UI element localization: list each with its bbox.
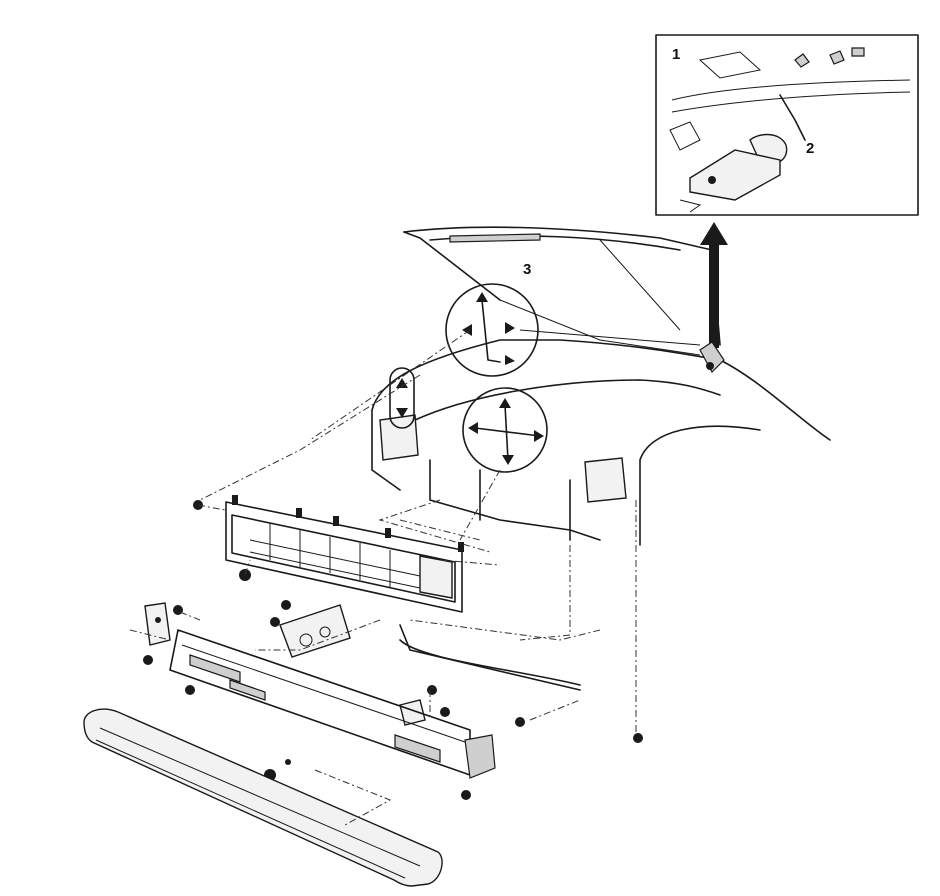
adjust-arrow-down-icon [505,355,515,365]
vehicle-body [371,329,831,691]
inset-lower-part [679,199,702,213]
assembly-guide-lines [129,329,637,826]
adjust-arrow-left-icon-2 [468,422,478,434]
slot-arrow-down-icon [396,408,408,418]
hood-hinge-line [499,299,701,356]
detail-circle-lower [462,387,548,473]
slot-arrow-up-icon [396,378,408,388]
fender-bolt [633,733,643,743]
inset-latch-bracket [689,149,781,201]
inset-bolt-b [829,50,845,65]
bumper-bracket-right [399,685,437,726]
lower-support [429,459,601,541]
bumper-reinforcement [169,629,496,779]
bumper-bolt-c [440,707,450,717]
hood-vent [449,233,541,243]
callout-3: 3 [523,261,532,278]
inset-bracket-hole [708,176,716,184]
bumper-face-bar [83,708,443,887]
right-headlamp-opening [584,457,627,503]
bumper-bolt-d [461,790,471,800]
inset-bolt-a [794,53,810,68]
inset-hood-edge-2 [671,91,911,113]
inset-panel-detail [698,51,762,79]
detail-slot-capsule [389,367,415,429]
detail-circle-upper [445,283,539,377]
inset-striker-rod [779,94,806,141]
inset-bolt-c [851,47,865,57]
inset-pointer-arrow [700,222,728,348]
hood-top-edge [403,226,721,346]
hood-stay [599,239,681,331]
adjust-arrow-right-icon-2 [534,430,544,442]
inset-detail-hood-latch [655,34,919,216]
bumper-end-cap [464,734,496,779]
hood [403,226,721,356]
adjust-arrow-up-icon [476,292,488,302]
bumper-bracket-center [270,600,351,658]
adjust-arrow-right-icon [505,322,515,334]
left-fender-front [371,409,401,491]
face-bar-bolt [285,759,291,765]
callout-2: 2 [806,140,815,157]
grille-inner [231,514,456,603]
adjust-arrow-left-icon [462,324,472,336]
lower-valance [399,639,581,686]
bumper-bolt-a [143,655,153,665]
bumper-bolt-b [185,685,195,695]
radiator-support-top [414,379,721,421]
adjust-arrow-down-icon-2 [502,455,514,465]
grille-outline [225,501,463,613]
inset-frame [655,34,919,216]
valance-panel [399,624,581,691]
callout-1: 1 [672,46,681,63]
hood-latch [699,341,725,373]
valance-bolt [515,717,525,727]
hood-left-edge [403,231,501,301]
inset-hood-edge [671,79,911,101]
inset-side-part [669,121,701,151]
grille-lamp-opening [419,555,453,599]
right-fender-arch [639,425,761,461]
hood-rear-line [519,329,701,346]
adjust-arrow-up-icon-2 [499,398,511,408]
radiator-grille [225,495,464,613]
right-fender-top [719,359,831,441]
